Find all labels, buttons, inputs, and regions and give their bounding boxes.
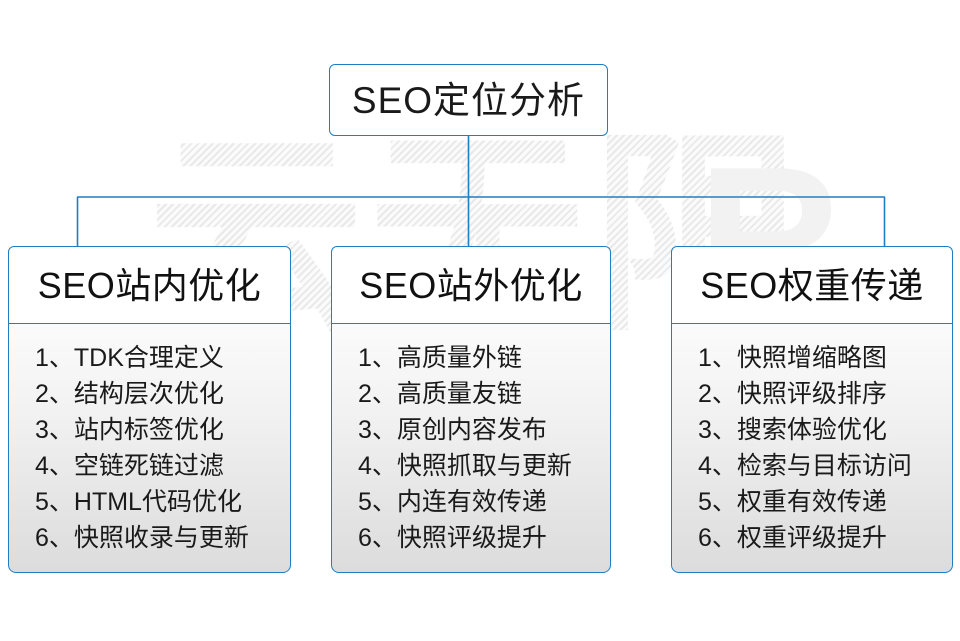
root-node[interactable]: SEO定位分析 bbox=[329, 64, 608, 136]
branch-list-onsite: 1、TDK合理定义 2、结构层次优化 3、站内标签优化 4、空链死链过滤 5、H… bbox=[8, 323, 291, 574]
list-item-number: 2、 bbox=[698, 380, 737, 409]
list-item: 3、站内标签优化 bbox=[9, 412, 290, 448]
branch-header-label: SEO站外优化 bbox=[359, 264, 583, 306]
branch-header-label: SEO权重传递 bbox=[700, 264, 924, 306]
list-item-text: 检索与目标访问 bbox=[736, 452, 912, 481]
list-item-number: 1、 bbox=[35, 344, 74, 373]
list-item-text: 快照评级提升 bbox=[396, 524, 547, 553]
list-item-number: 3、 bbox=[35, 416, 74, 445]
list-item: 4、快照抓取与更新 bbox=[332, 448, 610, 484]
list-item-text: 搜索体验优化 bbox=[736, 416, 887, 445]
branch-header-offsite[interactable]: SEO站外优化 bbox=[331, 246, 611, 325]
list-item-number: 4、 bbox=[35, 452, 74, 481]
list-item: 6、快照收录与更新 bbox=[9, 520, 290, 556]
list-item: 1、高质量外链 bbox=[332, 340, 610, 376]
list-item-number: 3、 bbox=[358, 416, 397, 445]
branch-column-onsite: SEO站内优化 1、TDK合理定义 2、结构层次优化 3、站内标签优化 4、空链… bbox=[8, 246, 291, 574]
list-item: 1、快照增缩略图 bbox=[672, 340, 952, 376]
list-item-number: 6、 bbox=[358, 524, 397, 553]
list-item: 5、内连有效传递 bbox=[332, 484, 610, 520]
list-item-number: 5、 bbox=[35, 488, 74, 517]
branch-column-weight: SEO权重传递 1、快照增缩略图 2、快照评级排序 3、搜索体验优化 4、检索与… bbox=[671, 246, 953, 574]
list-item: 4、空链死链过滤 bbox=[9, 448, 290, 484]
list-item-number: 4、 bbox=[698, 452, 737, 481]
branch-header-onsite[interactable]: SEO站内优化 bbox=[8, 246, 291, 325]
list-item-text: 权重评级提升 bbox=[736, 524, 887, 553]
list-item: 5、HTML代码优化 bbox=[9, 484, 290, 520]
list-item-text: 高质量外链 bbox=[396, 344, 522, 373]
list-item-text: HTML代码优化 bbox=[73, 488, 242, 517]
list-item-number: 1、 bbox=[698, 344, 737, 373]
list-item-text: 快照收录与更新 bbox=[73, 524, 249, 553]
list-item: 5、权重有效传递 bbox=[672, 484, 952, 520]
branch-header-weight[interactable]: SEO权重传递 bbox=[671, 246, 953, 325]
branch-column-offsite: SEO站外优化 1、高质量外链 2、高质量友链 3、原创内容发布 4、快照抓取与… bbox=[331, 246, 611, 574]
list-item-number: 2、 bbox=[35, 380, 74, 409]
list-item-number: 5、 bbox=[698, 488, 737, 517]
branch-list-weight: 1、快照增缩略图 2、快照评级排序 3、搜索体验优化 4、检索与目标访问 5、权… bbox=[671, 323, 953, 574]
list-item-text: 站内标签优化 bbox=[73, 416, 224, 445]
list-item-number: 5、 bbox=[358, 488, 397, 517]
list-item-text: 高质量友链 bbox=[396, 380, 522, 409]
list-item-text: 空链死链过滤 bbox=[73, 452, 224, 481]
root-node-label: SEO定位分析 bbox=[351, 79, 586, 121]
list-item-number: 3、 bbox=[698, 416, 737, 445]
list-item: 2、结构层次优化 bbox=[9, 376, 290, 412]
list-item: 2、高质量友链 bbox=[332, 376, 610, 412]
list-item-text: 快照评级排序 bbox=[736, 380, 887, 409]
list-item: 3、原创内容发布 bbox=[332, 412, 610, 448]
branch-header-label: SEO站内优化 bbox=[37, 264, 262, 306]
list-item: 1、TDK合理定义 bbox=[9, 340, 290, 376]
list-item-text: 权重有效传递 bbox=[736, 488, 887, 517]
list-item: 4、检索与目标访问 bbox=[672, 448, 952, 484]
list-item-text: 内连有效传递 bbox=[396, 488, 547, 517]
list-item: 2、快照评级排序 bbox=[672, 376, 952, 412]
list-item-text: 原创内容发布 bbox=[396, 416, 547, 445]
list-item: 6、快照评级提升 bbox=[332, 520, 610, 556]
list-item-text: 快照抓取与更新 bbox=[396, 452, 572, 481]
list-item: 3、搜索体验优化 bbox=[672, 412, 952, 448]
list-item: 6、权重评级提升 bbox=[672, 520, 952, 556]
list-item-number: 6、 bbox=[698, 524, 737, 553]
list-item-number: 6、 bbox=[35, 524, 74, 553]
list-item-text: 结构层次优化 bbox=[73, 380, 224, 409]
branch-list-offsite: 1、高质量外链 2、高质量友链 3、原创内容发布 4、快照抓取与更新 5、内连有… bbox=[331, 323, 611, 574]
list-item-number: 1、 bbox=[358, 344, 397, 373]
list-item-number: 4、 bbox=[358, 452, 397, 481]
list-item-number: 2、 bbox=[358, 380, 397, 409]
list-item-text: 快照增缩略图 bbox=[736, 344, 887, 373]
list-item-text: TDK合理定义 bbox=[73, 344, 224, 373]
